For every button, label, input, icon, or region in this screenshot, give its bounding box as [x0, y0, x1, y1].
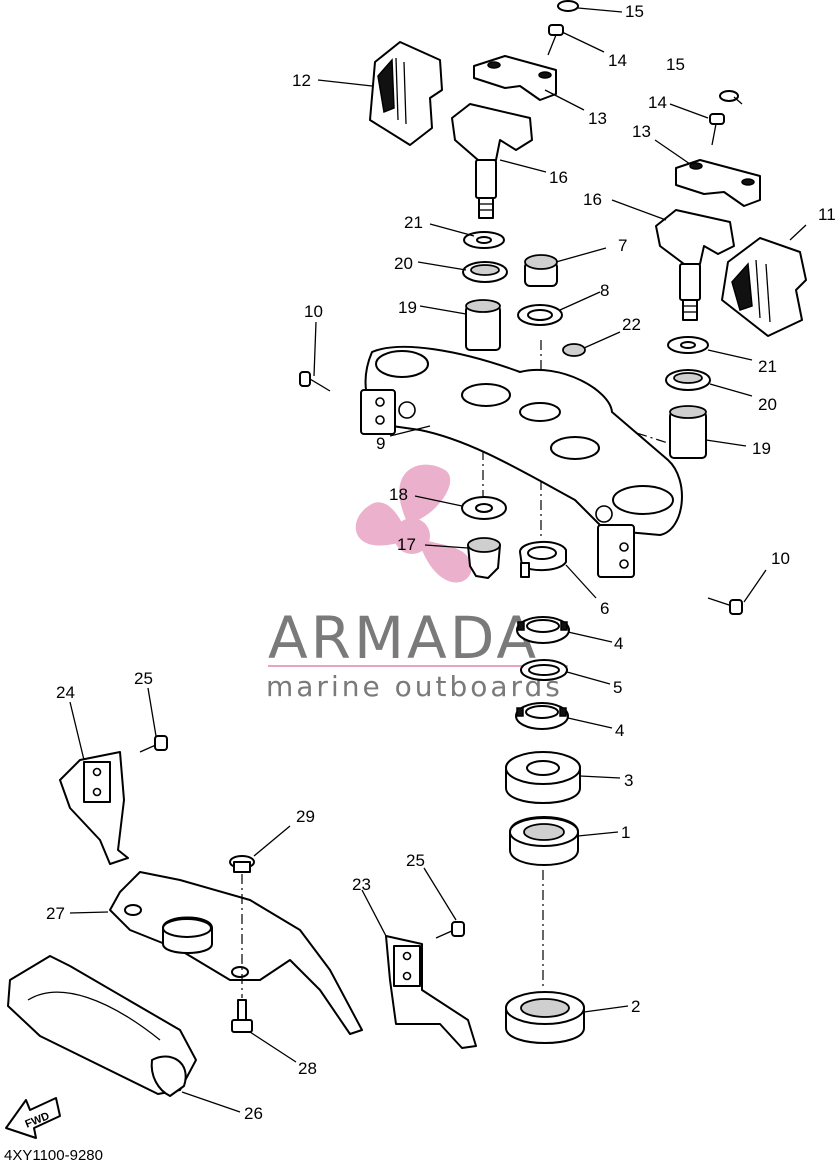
- callout-12: 12: [292, 71, 311, 90]
- part-3-cover: [505, 751, 581, 804]
- part-12-cover: [369, 41, 443, 146]
- callout-2: 2: [631, 997, 640, 1016]
- watermark-brand: ARMADA: [268, 604, 539, 672]
- part-21-washer-right: [667, 336, 709, 354]
- callout-21-right: 21: [758, 357, 777, 376]
- callout-26: 26: [244, 1104, 263, 1123]
- part-23-bracket: [385, 935, 477, 1049]
- part-13-holder-left: [473, 55, 557, 101]
- leader-lines: [69, 7, 807, 1113]
- part-24-bracket: [59, 751, 129, 865]
- part-22-plug: [562, 343, 586, 357]
- part-27-guard: [109, 871, 363, 1035]
- part-18-washer: [461, 496, 507, 520]
- part-14-bolt-right: [709, 113, 725, 146]
- fwd-arrow-icon: FWD: [5, 1097, 61, 1139]
- part-20-bushing-left: [462, 261, 508, 283]
- callout-13-right: 13: [632, 122, 651, 141]
- part-8-washer: [517, 304, 563, 326]
- part-1-bearing-upper: [509, 816, 579, 866]
- callout-21-left: 21: [404, 213, 423, 232]
- part-9-upper-bracket: [360, 345, 683, 578]
- callout-20-left: 20: [394, 254, 413, 273]
- part-11-cover: [721, 237, 807, 337]
- callout-23: 23: [352, 875, 371, 894]
- callout-24: 24: [56, 683, 75, 702]
- callout-27: 27: [46, 904, 65, 923]
- callout-5: 5: [613, 678, 622, 697]
- callout-22: 22: [622, 315, 641, 334]
- callout-7: 7: [618, 236, 627, 255]
- callout-16-left: 16: [549, 168, 568, 187]
- callout-14-right: 14: [648, 93, 667, 112]
- part-13-holder-right: [675, 159, 761, 207]
- part-19-damper-right: [669, 405, 707, 459]
- part-4-ring-nut-upper: [516, 616, 570, 644]
- callout-8: 8: [600, 281, 609, 300]
- callout-11: 11: [818, 205, 835, 224]
- watermark: ARMADA marine outboards: [266, 464, 568, 703]
- callout-4-upper: 4: [614, 634, 623, 653]
- callout-10-left: 10: [304, 302, 323, 321]
- part-28-bolt: [231, 999, 253, 1033]
- part-19-damper-left: [465, 299, 501, 351]
- part-15-cap-left: [557, 0, 579, 12]
- callout-25-lower: 25: [406, 851, 425, 870]
- part-7-nut: [524, 254, 558, 287]
- part-16-holder-left: [451, 103, 533, 219]
- part-20-bushing-right: [665, 369, 711, 391]
- part-16-holder-right: [655, 209, 735, 321]
- callout-19-right: 19: [752, 439, 771, 458]
- watermark-tagline: marine outboards: [266, 670, 563, 703]
- part-10-bolt-left: [299, 371, 331, 392]
- callout-1: 1: [621, 823, 630, 842]
- callout-16-right: 16: [583, 190, 602, 209]
- part-2-bearing-lower: [505, 991, 585, 1044]
- callout-15-right: 15: [666, 55, 685, 74]
- part-10-bolt-right: [707, 597, 743, 615]
- callout-13-left: 13: [588, 109, 607, 128]
- part-17-nut: [467, 537, 501, 579]
- part-29-grommet: [229, 855, 255, 873]
- part-5-washer: [520, 659, 568, 681]
- callout-6: 6: [600, 599, 609, 618]
- callout-labels: 1 2 3 4 5 4 6 7 8 9 10 10 11 12 13 13 14…: [46, 2, 835, 1123]
- callout-19-left: 19: [398, 298, 417, 317]
- callout-4-lower: 4: [615, 721, 624, 740]
- part-4-ring-nut-lower: [515, 702, 569, 730]
- callout-29: 29: [296, 807, 315, 826]
- callout-28: 28: [298, 1059, 317, 1078]
- callout-9: 9: [376, 434, 385, 453]
- callout-17: 17: [397, 535, 416, 554]
- part-25-bolt-upper: [139, 735, 168, 753]
- callout-3: 3: [624, 771, 633, 790]
- callout-25-upper: 25: [134, 669, 153, 688]
- part-6-lock-washer: [519, 540, 567, 578]
- callout-15-left: 15: [625, 2, 644, 21]
- part-15-cap-right: [719, 90, 739, 102]
- part-14-bolt-left: [547, 24, 564, 56]
- propeller-logo-icon: [355, 464, 472, 583]
- part-25-bolt-lower: [435, 921, 465, 939]
- callout-10-right: 10: [771, 549, 790, 568]
- callout-20-right: 20: [758, 395, 777, 414]
- callout-14-left: 14: [608, 51, 627, 70]
- callout-18: 18: [389, 485, 408, 504]
- part-26-cover: [7, 955, 197, 1097]
- diagram-code: 4XY1100-9280: [4, 1147, 103, 1164]
